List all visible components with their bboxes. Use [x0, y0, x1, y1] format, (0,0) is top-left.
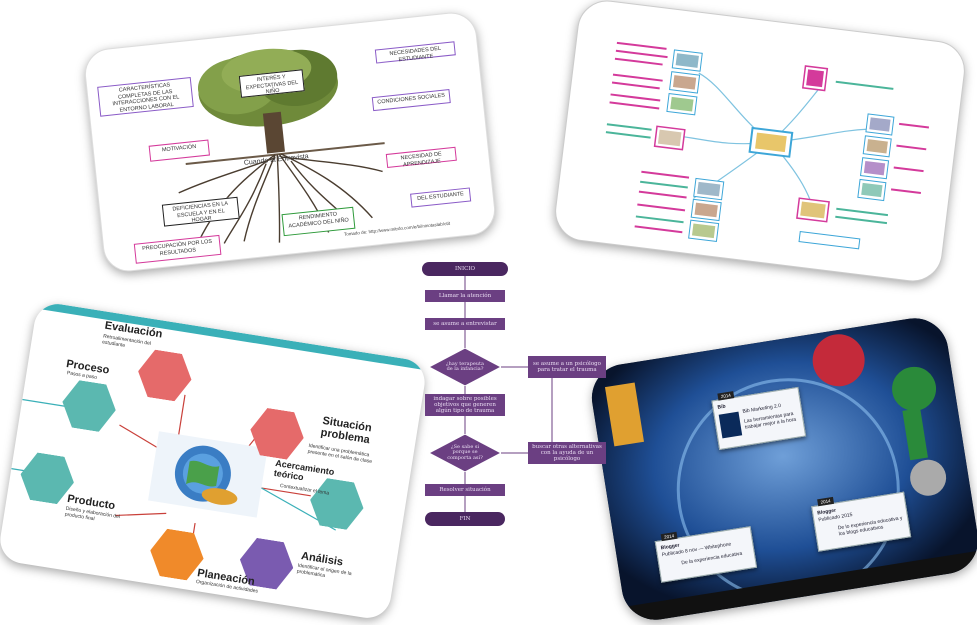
popup-year: 2014: [817, 496, 835, 507]
flow-step: se asume a entrevistar: [425, 318, 505, 330]
flow-step: Llamar la atención: [425, 290, 505, 302]
flow-step: buscar otras alternativas con la ayuda d…: [528, 442, 606, 464]
popup-year: 2014: [717, 391, 735, 401]
flow-decision: ¿hay terapeuta de la infancia?: [429, 348, 501, 386]
flow-decision-label: ¿Se sabe si porque se comporta así?: [447, 443, 483, 461]
flow-decision: ¿Se sabe si porque se comporta así?: [429, 434, 501, 472]
tree-diagram-image: Cuando la Entrevista CARACTERÍSTICAS COM…: [82, 10, 498, 274]
project-method-image: Evaluación Retroalimentación del estudia…: [0, 300, 429, 622]
tablet-timeline-image: 2014 Bib Bib Marketing 2.0 Las herramien…: [587, 313, 977, 625]
tablet-background: [587, 313, 977, 625]
mind-map-image: [551, 0, 969, 285]
flow-end: FIN: [425, 512, 505, 526]
mind-map-illustration: [605, 41, 930, 250]
flow-step: se asume a un psicólogo para tratar el t…: [528, 356, 606, 378]
flowchart: INICIO Llamar la atención se asume a ent…: [410, 256, 630, 536]
popup-logo: [718, 411, 743, 439]
flow-decision-label: ¿hay terapeuta de la infancia?: [445, 360, 484, 372]
popup-year: 2014: [660, 531, 678, 542]
popup-title: Bib: [717, 403, 727, 411]
hexagon-connectors: [11, 394, 336, 548]
flow-start: INICIO: [422, 262, 508, 276]
flow-step: Resolver situación: [425, 484, 505, 496]
flow-step: indagar sobre posibles objetivos que gen…: [425, 394, 505, 416]
flowchart-connectors: [464, 276, 553, 512]
